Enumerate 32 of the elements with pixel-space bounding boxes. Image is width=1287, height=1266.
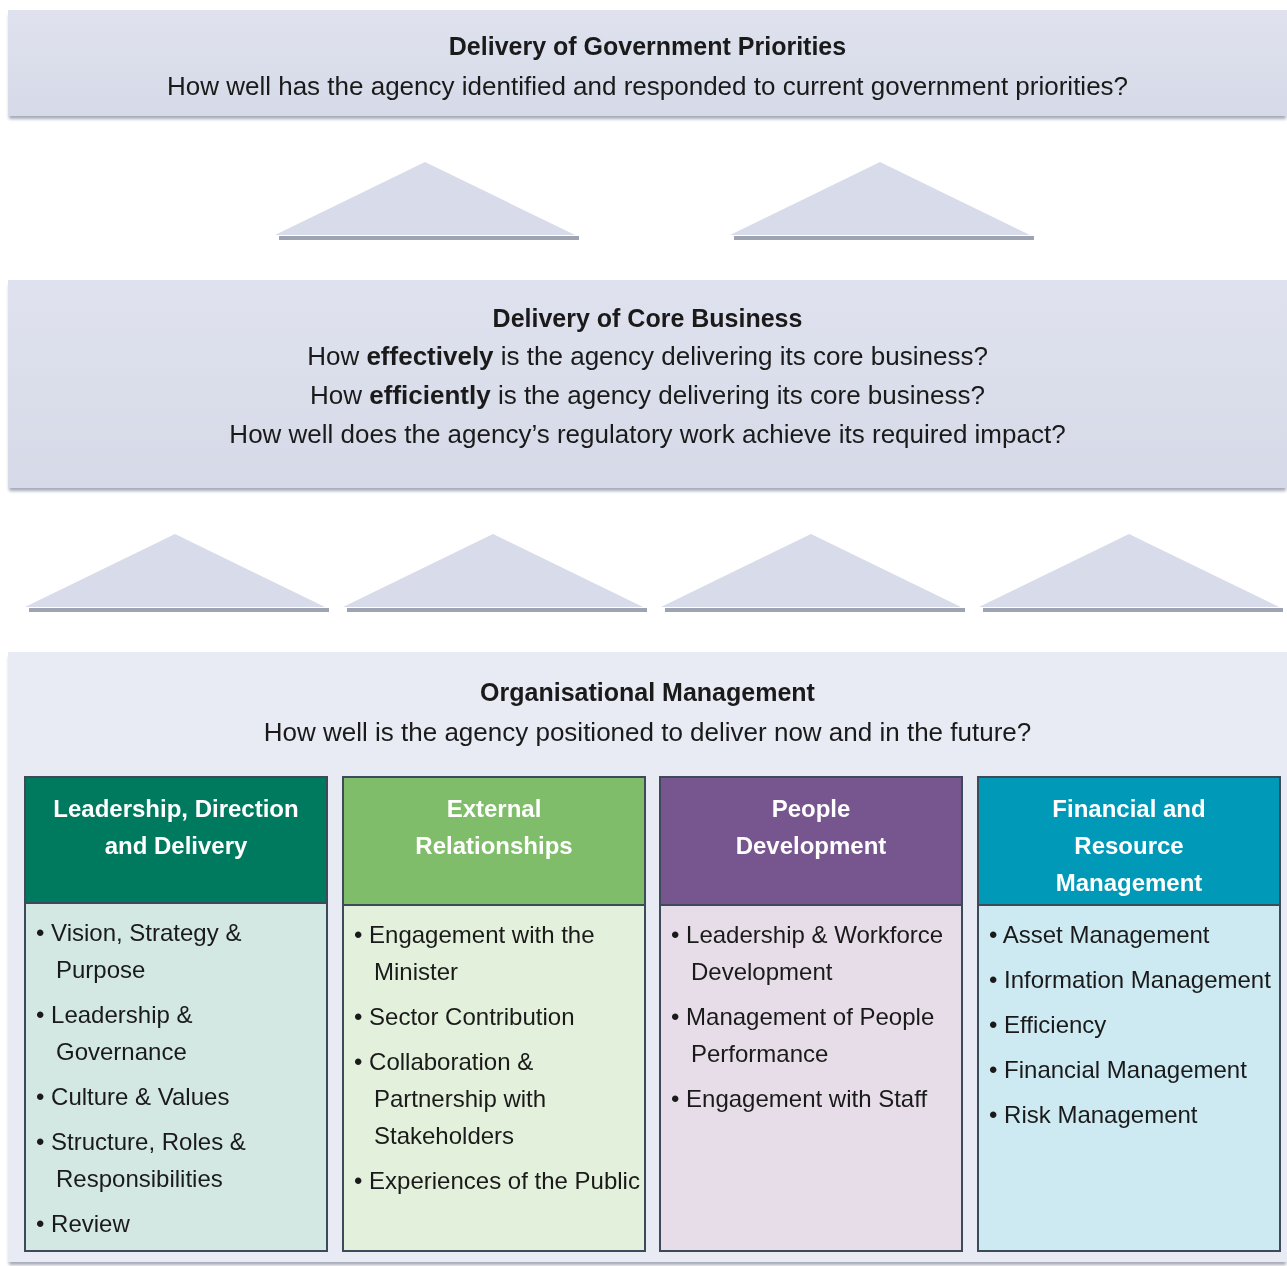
band-heading: Delivery of Core Business	[492, 304, 803, 333]
band-question: How effectively is the agency delivering its core business?	[307, 341, 988, 372]
list-item: • Leadership & Workforce Development	[671, 920, 945, 987]
list-item: • Review	[36, 1209, 131, 1239]
list-item: • Leadership & Governance	[36, 1000, 194, 1067]
band-question: How well is the agency positioned to deliver now and in the future?	[263, 717, 1032, 748]
list-item: • Risk Management	[989, 1100, 1199, 1130]
panel-band	[8, 280, 1287, 488]
band-question: How well has the agency identified and responded to current government priorities?	[166, 71, 1129, 102]
list-item: • Efficiency	[989, 1010, 1108, 1040]
list-item: • Information Management	[989, 965, 1272, 995]
band-question: How well does the agency’s regulatory work achieve its required impact?	[229, 419, 1066, 450]
list-item: • Sector Contribution	[354, 1002, 576, 1032]
list-item: • Structure, Roles & Responsibilities	[36, 1127, 247, 1194]
band-question: How efficiently is the agency delivering its core business?	[310, 380, 985, 411]
list-item: • Experiences of the Public	[354, 1166, 640, 1196]
band-heading: Delivery of Government Priorities	[448, 32, 847, 61]
list-item: • Engagement with Staff	[671, 1084, 929, 1114]
column-heading: External Relationships	[414, 794, 574, 861]
list-item: • Culture & Values	[36, 1082, 231, 1112]
column-heading: People Development	[734, 794, 888, 861]
list-item: • Collaboration & Partnership with Stakeholders	[354, 1047, 548, 1151]
band-heading: Organisational Management	[480, 678, 815, 707]
column-heading: Leadership, Direction and Delivery	[52, 794, 300, 861]
list-item: • Management of People Performance	[671, 1002, 936, 1069]
list-item: • Asset Management	[989, 920, 1211, 950]
list-item: • Financial Management	[989, 1055, 1248, 1085]
column-heading: Financial and Resource Management	[1051, 794, 1207, 898]
panel-band	[8, 652, 1287, 1262]
panel-band	[8, 10, 1287, 116]
list-item: • Vision, Strategy & Purpose	[36, 918, 243, 985]
list-item: • Engagement with the Minister	[354, 920, 596, 987]
